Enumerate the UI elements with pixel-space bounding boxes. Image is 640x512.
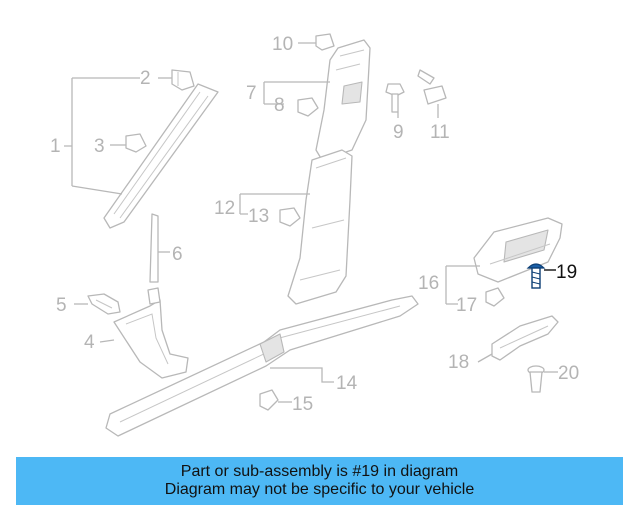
callout-6: 6	[172, 244, 183, 265]
callout-1: 1	[50, 136, 61, 157]
callout-3: 3	[94, 136, 105, 157]
callout-19: 19	[556, 262, 577, 283]
callout-14: 14	[336, 373, 358, 394]
part-9-bolt	[385, 83, 405, 113]
part-16-rear-sill-trim	[473, 217, 563, 283]
part-15-clip	[259, 389, 279, 411]
parts-diagram: 1 2 3 6 5 4 10 7	[50, 33, 579, 437]
part-2-clip	[171, 69, 195, 91]
part-20-fastener	[527, 365, 545, 393]
callout-16: 16	[418, 273, 439, 294]
part-5-bracket	[87, 293, 121, 315]
part-13-clip	[279, 207, 301, 227]
callout-20: 20	[558, 363, 579, 384]
part-6-trim-strip	[149, 213, 159, 283]
callout-11: 11	[430, 122, 450, 143]
callout-7: 7	[246, 83, 257, 104]
leader-16	[445, 265, 480, 305]
callout-18: 18	[448, 352, 469, 373]
part-7-upper-b-pillar	[315, 39, 371, 161]
part-11-handle	[417, 69, 447, 105]
callout-5: 5	[56, 295, 67, 316]
info-banner: Part or sub-assembly is #19 in diagram D…	[16, 457, 623, 505]
leader-18	[477, 353, 493, 363]
part-12-lower-b-pillar	[287, 149, 353, 305]
banner-line-2: Diagram may not be specific to your vehi…	[164, 481, 475, 498]
callout-10: 10	[272, 34, 293, 55]
part-14-sill-plate	[105, 295, 419, 437]
part-17-clip	[485, 287, 505, 307]
callout-8: 8	[274, 95, 285, 116]
callout-4: 4	[84, 332, 95, 353]
part-1-a-pillar-trim	[103, 83, 219, 229]
callout-9: 9	[393, 122, 404, 143]
leader-4	[99, 339, 115, 343]
leader-14	[270, 367, 334, 383]
leader-12	[239, 193, 310, 215]
part-10-clip	[315, 33, 335, 51]
callout-12: 12	[214, 198, 235, 219]
part-3-clip	[125, 133, 147, 153]
part-18-bracket	[491, 315, 559, 361]
leader-7	[263, 81, 330, 105]
leader-1	[64, 77, 140, 195]
banner-line-1: Part or sub-assembly is #19 in diagram	[180, 463, 459, 480]
callout-15: 15	[292, 394, 313, 415]
part-4-kick-panel	[113, 287, 189, 379]
part-8-clip	[297, 97, 319, 117]
callout-2: 2	[140, 68, 151, 89]
part-19-screw	[526, 263, 546, 289]
callout-17: 17	[456, 295, 477, 316]
callout-13: 13	[248, 206, 269, 227]
